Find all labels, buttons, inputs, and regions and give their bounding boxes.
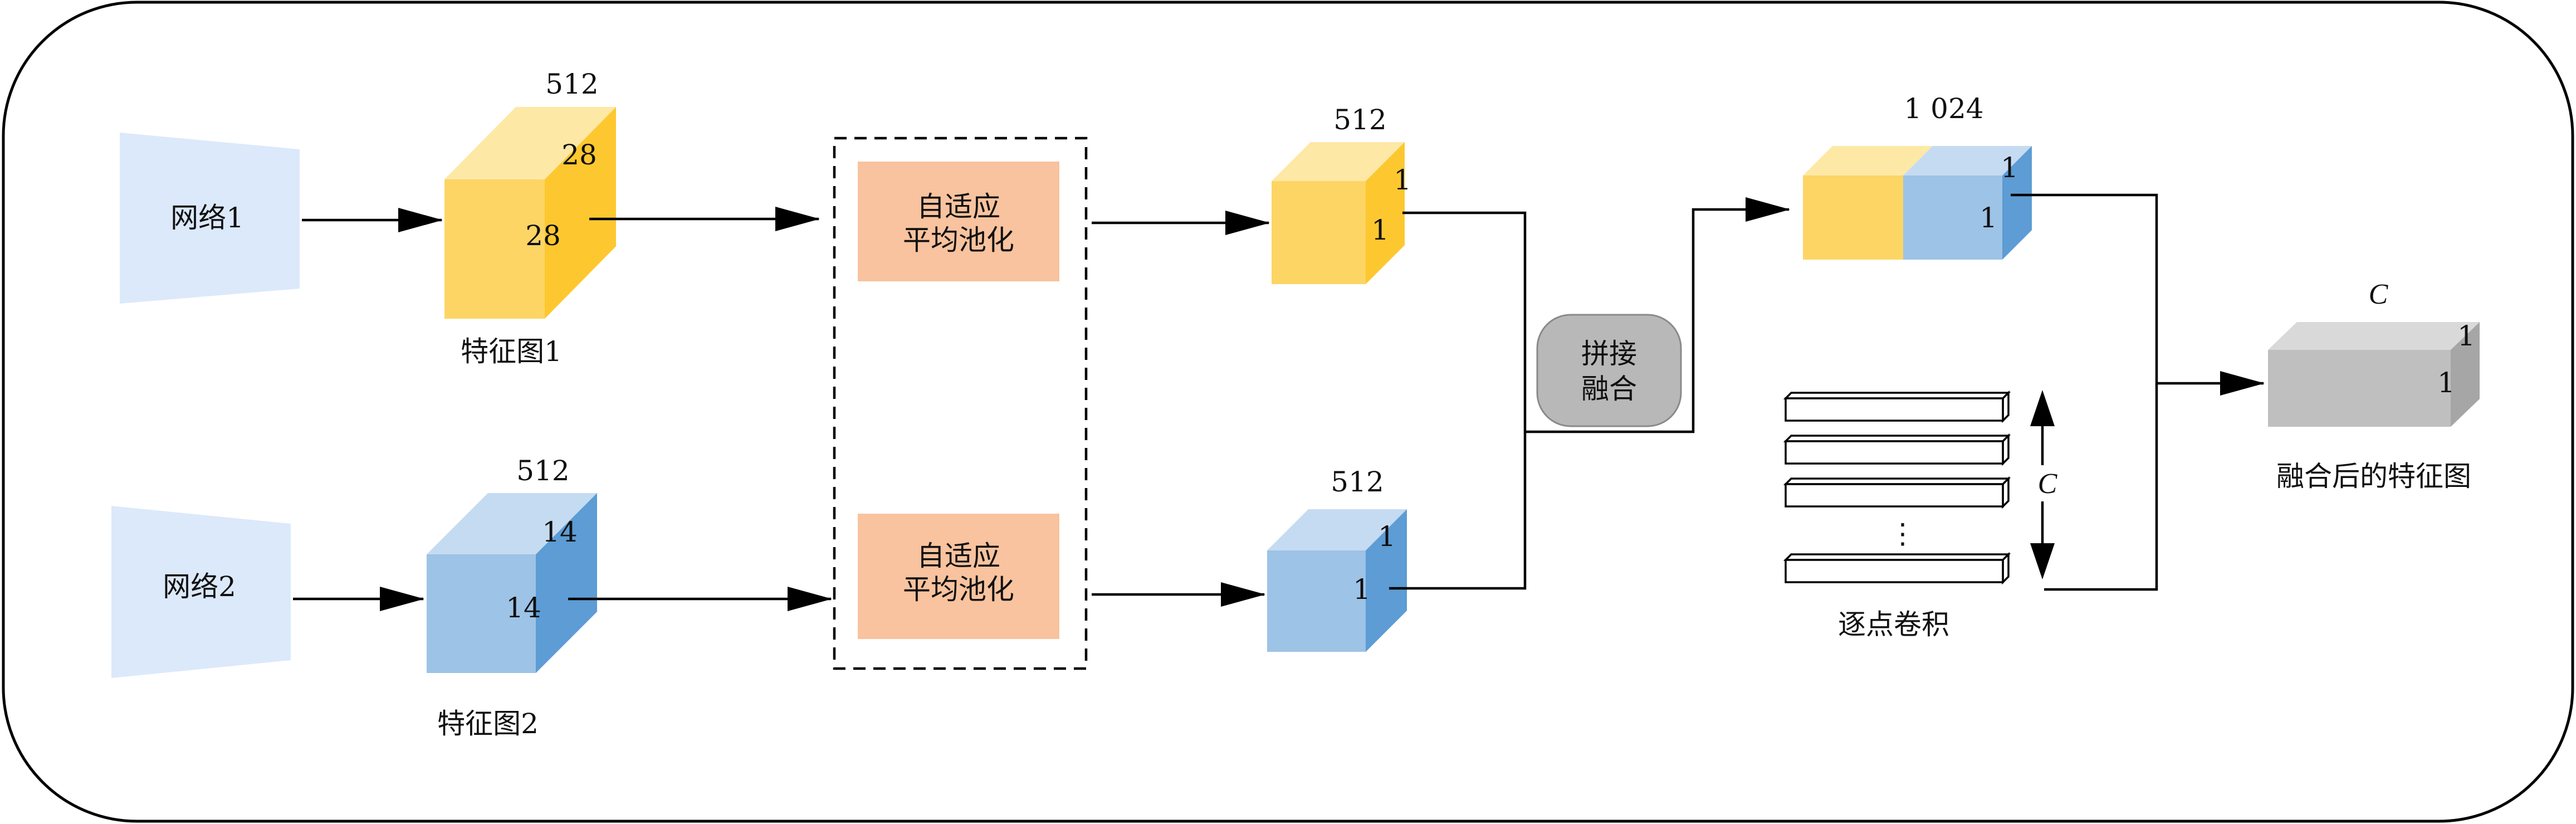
merged-vector: 1 024 1 1 (1803, 92, 2032, 260)
concat-line1: 拼接 (1581, 338, 1637, 370)
output-channels: C (2369, 279, 2389, 310)
connector-vectors-to-concat (1389, 211, 1527, 590)
pool-2-line2: 平均池化 (903, 573, 1014, 606)
pooled-vector-2-height: 1 (1353, 573, 1371, 606)
pointwise-conv-kernels: ⋮ (1783, 390, 2011, 585)
arrow-concat-to-merged (1525, 197, 1790, 433)
feature-map-2-height: 14 (506, 592, 541, 624)
kernel-bar-4 (1783, 552, 2011, 585)
feature-map-2-caption: 特征图2 (437, 708, 539, 740)
pooled-vector-1-height: 1 (1371, 214, 1389, 246)
pool-1-line2: 平均池化 (903, 224, 1014, 256)
concat-fusion-node: 拼接 融合 (1536, 314, 1682, 427)
merged-vector-channels: 1 024 (1904, 92, 1983, 125)
adaptive-avg-pool-2: 自适应 平均池化 (858, 514, 1059, 639)
output-height: 1 (2437, 367, 2455, 399)
pooled-vector-1-width: 1 (1394, 164, 1411, 196)
pooled-vector-1-channels: 512 (1333, 104, 1386, 136)
pooled-vector-1-cube: 512 1 1 (1272, 104, 1411, 284)
network-2: 网络2 (111, 506, 291, 678)
adaptive-avg-pool-1: 自适应 平均池化 (858, 162, 1059, 281)
kernel-bar-2 (1783, 433, 2011, 466)
kernel-count-label: C (2038, 468, 2058, 500)
output-caption: 融合后的特征图 (2276, 460, 2471, 493)
feature-map-1-height: 28 (525, 220, 561, 252)
merged-vector-width: 1 (2001, 152, 2018, 184)
pooled-vector-2-channels: 512 (1331, 466, 1384, 498)
feature-map-1-cube: 512 28 28 (444, 68, 616, 319)
connector-merged-and-conv (2011, 193, 2158, 591)
kernel-ellipsis: ⋮ (1889, 518, 1917, 550)
pool-1-line1: 自适应 (917, 191, 1000, 223)
feature-map-2-width: 14 (542, 516, 578, 548)
pool-2-line1: 自适应 (917, 540, 1000, 572)
pooled-vector-2-width: 1 (1378, 520, 1396, 553)
network-2-label: 网络2 (163, 571, 236, 603)
network-1: 网络1 (120, 133, 300, 304)
output-feature-map-cube: C 1 1 (2268, 279, 2480, 427)
feature-map-2-channels: 512 (516, 455, 569, 487)
merged-vector-height: 1 (1979, 202, 1997, 234)
network-1-label: 网络1 (170, 202, 244, 234)
concat-line2: 融合 (1581, 373, 1637, 405)
output-width: 1 (2457, 320, 2475, 352)
feature-map-1-channels: 512 (545, 68, 598, 100)
feature-map-2-cube: 512 14 14 (427, 455, 597, 673)
kernel-bar-1 (1783, 390, 2011, 423)
kernel-count-arrow: C (2030, 390, 2058, 579)
feature-map-1-caption: 特征图1 (461, 335, 562, 368)
kernel-bar-3 (1783, 476, 2011, 509)
pooled-vector-2-cube: 512 1 1 (1267, 466, 1407, 652)
feature-map-1-width: 28 (561, 139, 597, 171)
pooling-dashed-group (833, 136, 1088, 670)
pointwise-conv-caption: 逐点卷积 (1838, 608, 1949, 641)
